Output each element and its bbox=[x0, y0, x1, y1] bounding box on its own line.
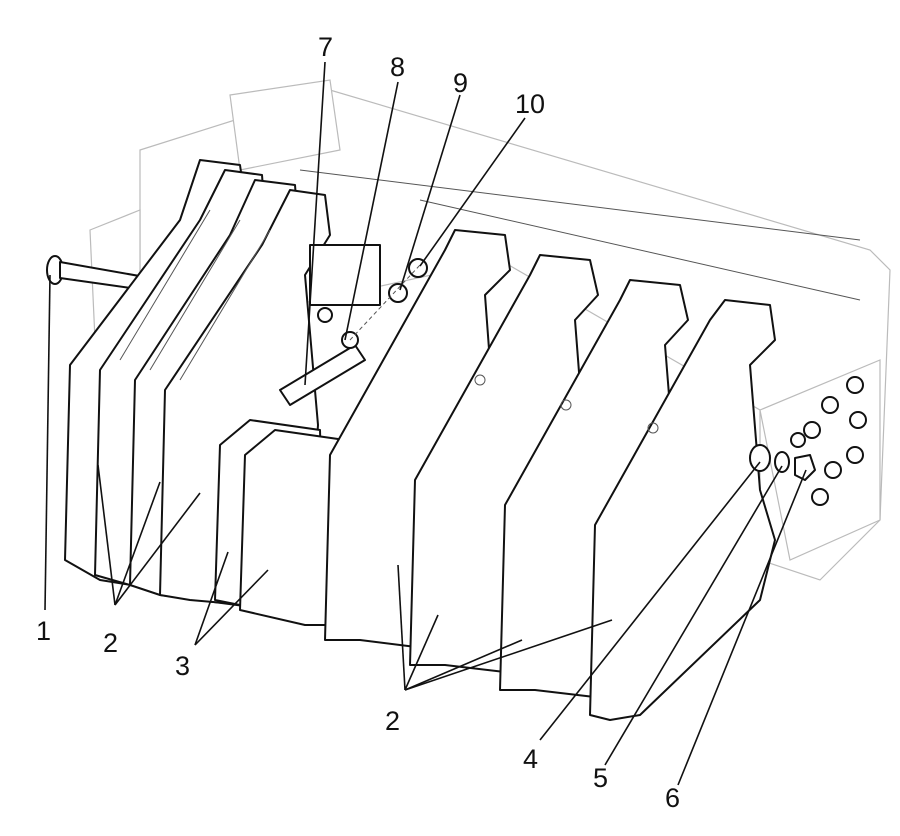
side-bolts bbox=[790, 376, 867, 506]
callout-10: 10 bbox=[515, 89, 545, 119]
callout-labels: 1 2 3 7 8 9 10 2 4 5 6 bbox=[36, 32, 680, 813]
callout-9: 9 bbox=[453, 68, 468, 98]
callout-2-right: 2 bbox=[385, 706, 400, 736]
callout-4: 4 bbox=[523, 744, 538, 774]
callout-1: 1 bbox=[36, 616, 51, 646]
callout-8: 8 bbox=[390, 52, 405, 82]
callout-3: 3 bbox=[175, 651, 190, 681]
callout-6: 6 bbox=[665, 783, 680, 813]
middle-weights bbox=[214, 244, 381, 626]
callout-7: 7 bbox=[318, 32, 333, 62]
right-weight-stack bbox=[324, 229, 776, 721]
callout-5: 5 bbox=[593, 763, 608, 793]
leader-lines bbox=[44, 61, 807, 786]
callout-2-left: 2 bbox=[103, 628, 118, 658]
washer-nut-set bbox=[749, 444, 816, 481]
